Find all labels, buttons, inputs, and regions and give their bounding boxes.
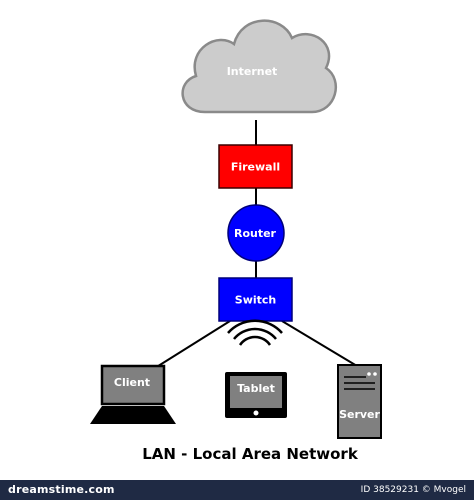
router-label: Router: [234, 227, 277, 240]
footer-bar: dreamstime.com ID 38529231 © Mvogel: [0, 480, 474, 500]
switch-label: Switch: [235, 294, 276, 307]
server-node: Server: [337, 364, 382, 439]
tablet-label: Tablet: [237, 382, 275, 395]
server-icon: [337, 364, 382, 439]
switch-box: [218, 277, 293, 322]
firewall-box: [218, 144, 293, 189]
cloud-icon: [181, 19, 337, 114]
tablet-icon: [225, 372, 287, 418]
footer-site: dreamstime.com: [8, 483, 115, 496]
router-node: Router: [227, 204, 285, 262]
switch-node: Switch: [218, 277, 293, 322]
router-circle: [227, 204, 285, 262]
lan-network-diagram: Internet Firewall Router Switch Client: [90, 19, 382, 463]
firewall-node: Firewall: [218, 144, 293, 189]
firewall-label: Firewall: [231, 161, 280, 174]
link-switch-client: [154, 320, 231, 369]
tablet-node: Tablet: [225, 372, 287, 418]
footer-id: ID 38529231 © Mvogel: [360, 485, 466, 495]
internet-cloud: Internet: [181, 19, 337, 114]
diagram-title: LAN - Local Area Network: [142, 445, 359, 463]
link-switch-server: [281, 320, 358, 367]
client-label: Client: [114, 376, 150, 389]
server-label: Server: [339, 408, 380, 421]
client-node: Client: [90, 364, 176, 424]
internet-label: Internet: [227, 65, 278, 78]
connection-lines: [154, 120, 358, 369]
laptop-icon: [90, 364, 176, 424]
wifi-waves-icon: [227, 319, 283, 346]
